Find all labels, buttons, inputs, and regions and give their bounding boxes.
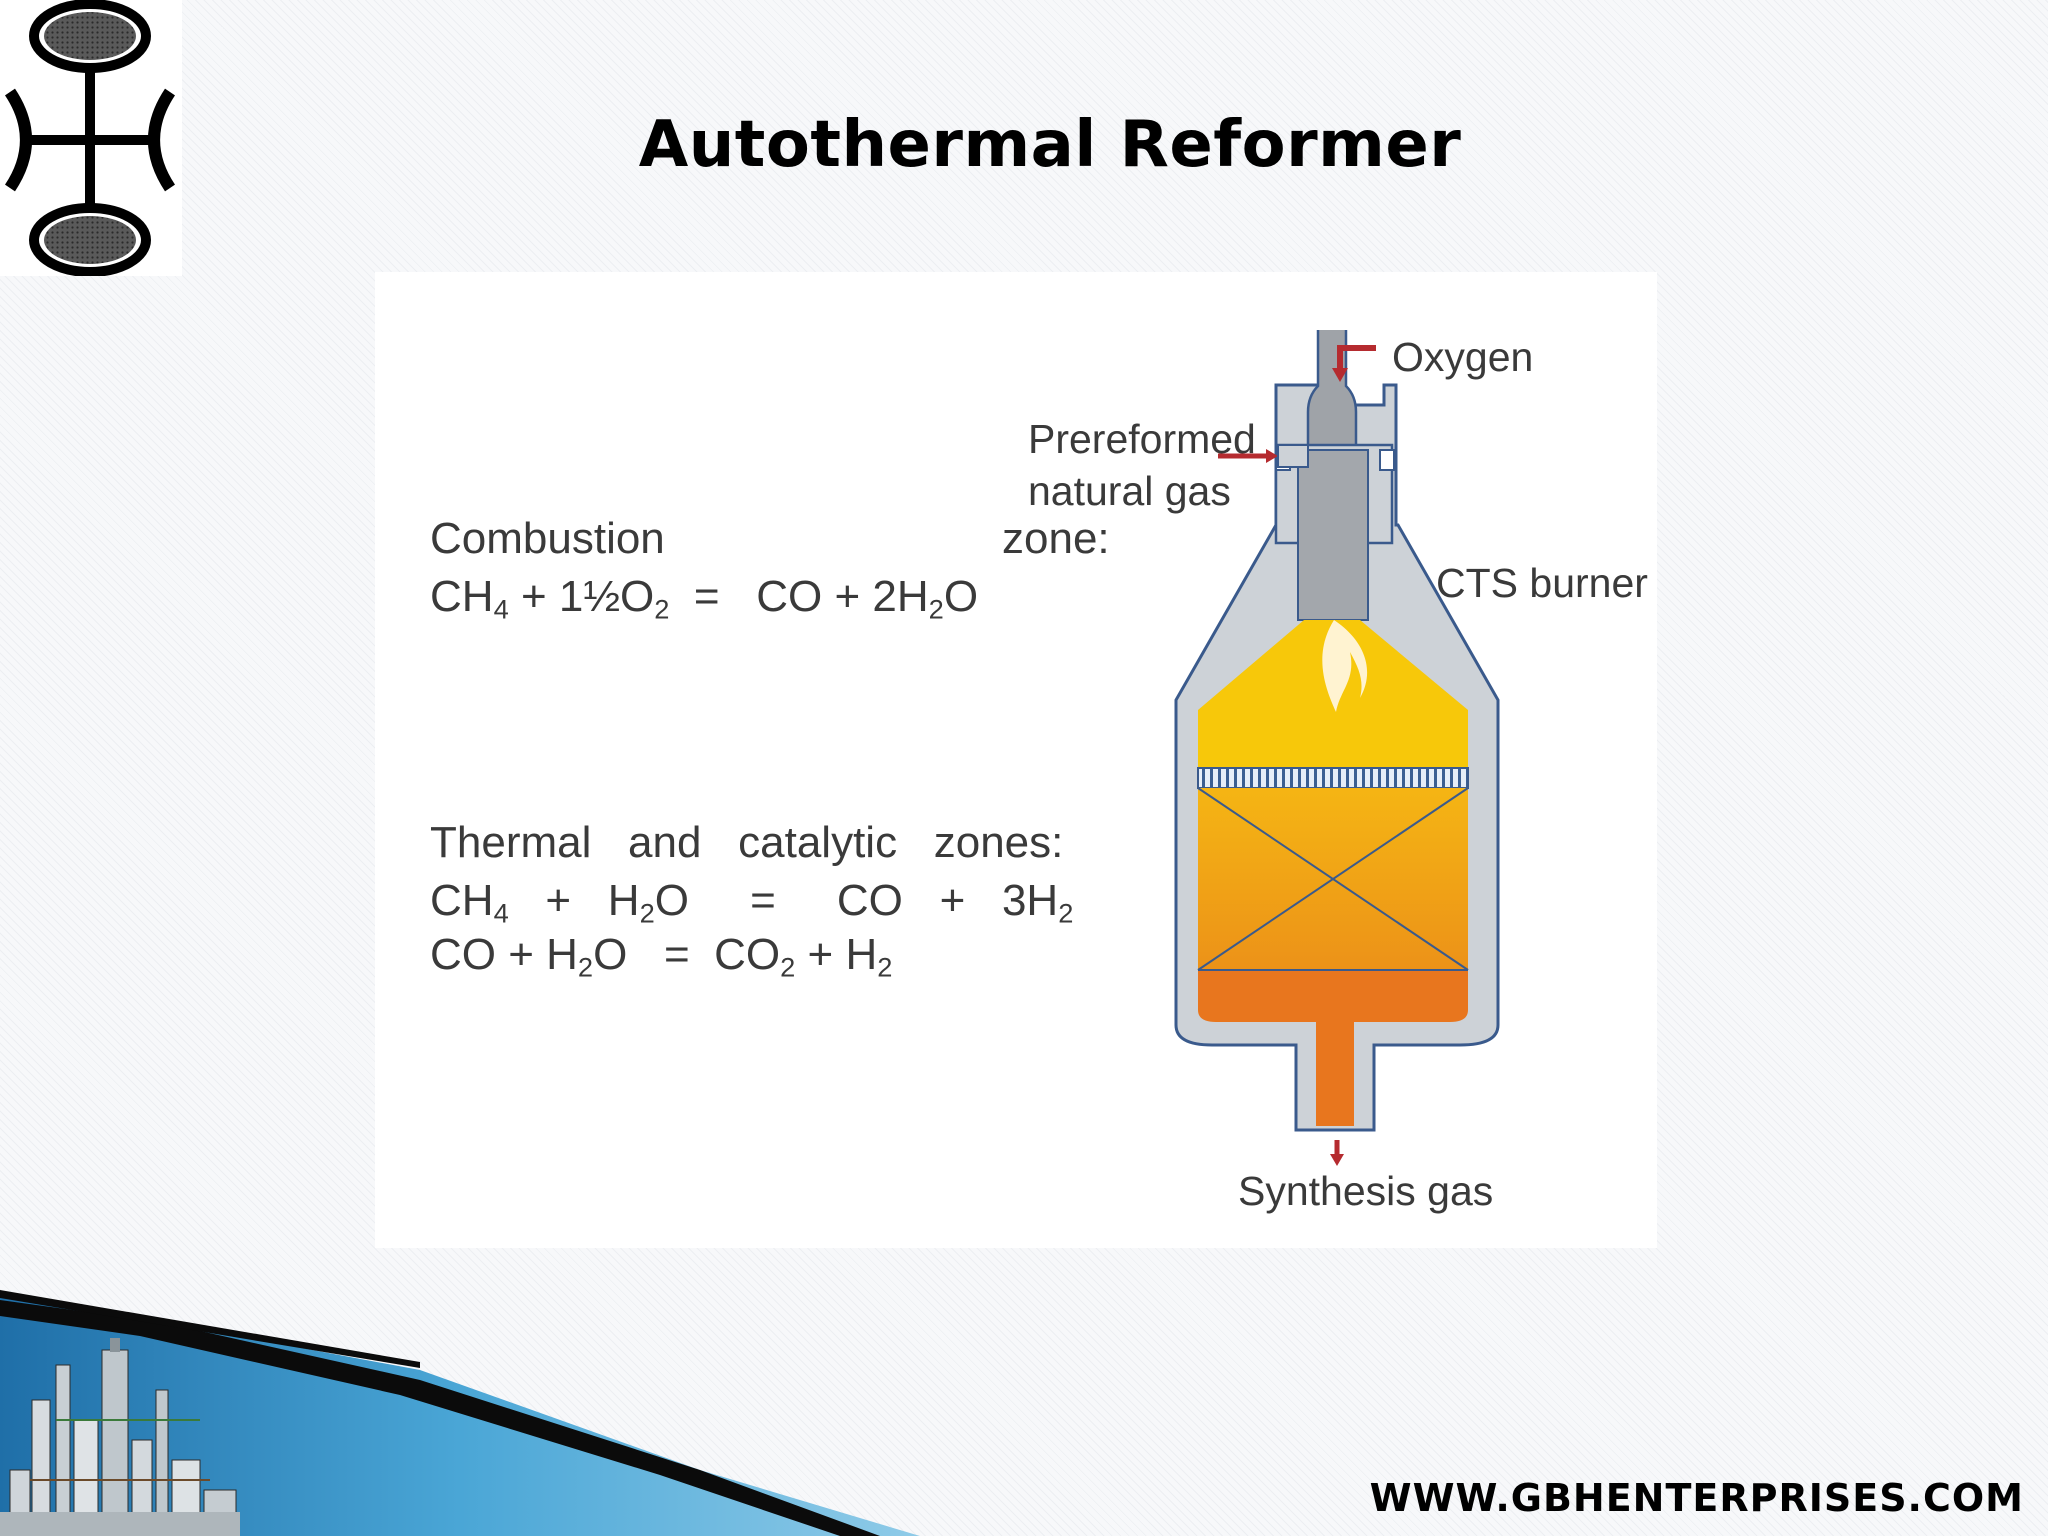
shift-reaction: CO + H2O = CO2 + H2 [430, 930, 893, 983]
synthesis-gas-label: Synthesis gas [1238, 1168, 1494, 1214]
oxygen-label: Oxygen [1392, 334, 1534, 380]
bottom-zone [1198, 970, 1468, 1126]
footer-decoration [0, 1290, 920, 1536]
combustion-header-right: zone: [1002, 514, 1110, 563]
company-logo [0, 0, 182, 277]
slide-title: Autothermal Reformer [638, 108, 1462, 182]
reforming-reaction: CH4 + H2O = CO + 3H2 [430, 876, 1074, 929]
synthesis-gas-arrow-icon [1330, 1154, 1344, 1166]
oxygen-arrow-icon [1337, 345, 1376, 372]
flame-icon [1322, 620, 1368, 712]
natural-gas-label: natural gas [1028, 468, 1231, 514]
burner-body [1297, 449, 1369, 621]
cts-burner-label: CTS burner [1436, 560, 1648, 606]
prereformed-label: Prereformed [1028, 416, 1256, 462]
combustion-header-left: Combustion [430, 514, 665, 563]
distribution-grid [1197, 767, 1469, 789]
combustion-reaction: CH4 + 1½O2 = CO + 2H2O [430, 572, 979, 625]
company-logo-icon [4, 0, 176, 277]
thermal-zone-header: Thermal and catalytic zones: [430, 818, 1064, 867]
footer-website-url[interactable]: WWW.GBHENTERPRISES.COM [1369, 1476, 2024, 1520]
refinery-skyline-icon [0, 1338, 240, 1536]
autothermal-reactor-diagram [1174, 330, 1500, 1166]
